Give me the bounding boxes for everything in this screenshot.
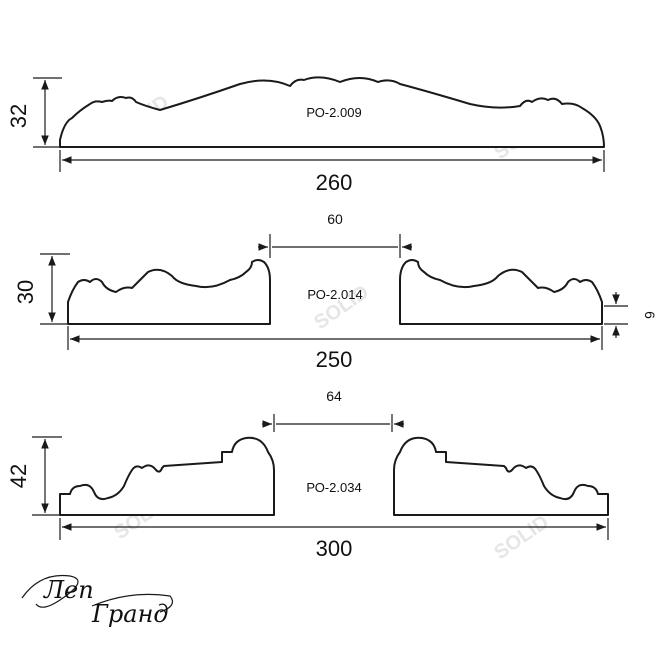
dim-width-value: 260 (316, 170, 353, 195)
dim-width-value: 300 (316, 536, 353, 561)
dim-gap-value: 60 (327, 211, 343, 227)
profile-right-outline (399, 259, 603, 325)
dim-height-value: 30 (13, 280, 38, 304)
dim-base-value: 6 (642, 311, 658, 319)
profile-code: РО-2.009 (306, 105, 361, 120)
profile-left-outline (59, 436, 275, 516)
watermark-text: SOLID (490, 511, 553, 564)
dim-height-value: 32 (6, 104, 31, 128)
brand-logo: Леп Гранд (21, 574, 173, 628)
dim-gap-value: 64 (326, 388, 342, 404)
profile-ro-2-014: РО-2.014 60 30 6 250 (13, 211, 658, 372)
profile-outline (59, 76, 605, 148)
profile-ro-2-034: РО-2.034 64 42 300 (6, 388, 609, 561)
profile-code: РО-2.014 (307, 287, 362, 302)
logo-line2: Гранд (91, 600, 169, 628)
logo-swash (21, 574, 79, 608)
logo-swash (91, 593, 173, 613)
dim-width-value: 250 (316, 347, 353, 372)
profile-ro-2-009: РО-2.009 32 260 (6, 76, 605, 195)
dim-height-value: 42 (6, 464, 31, 488)
profile-left-outline (67, 259, 271, 325)
profile-right-outline (393, 436, 609, 516)
profile-code: РО-2.034 (306, 480, 361, 495)
logo-line1: Леп (43, 576, 94, 604)
